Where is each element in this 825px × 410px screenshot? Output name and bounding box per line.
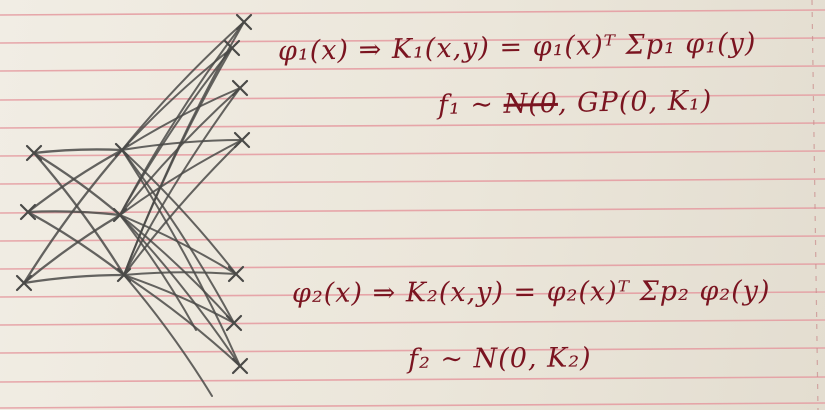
output-node-mark bbox=[231, 357, 249, 375]
equation-phi2-kernel: φ₂(x) ⇒ K₂(x,y) = φ₂(x)ᵀ Σp₂ φ₂(y) bbox=[291, 275, 771, 309]
sketch-edge-input-hidden bbox=[22, 213, 122, 285]
sketch-edge-hidden-output bbox=[123, 139, 243, 276]
input-node-mark bbox=[15, 274, 33, 292]
sketch-edge-hidden-output bbox=[123, 271, 237, 276]
sketch-edge-hidden-output bbox=[119, 214, 237, 275]
sketch-edge-input-hidden bbox=[32, 148, 124, 155]
ruled-line bbox=[0, 235, 825, 242]
sketch-edge-input-hidden bbox=[32, 151, 122, 217]
output-node-mark bbox=[225, 314, 243, 332]
input-node-mark bbox=[19, 203, 37, 221]
margin-line bbox=[811, 0, 819, 410]
ruled-line bbox=[0, 263, 825, 270]
sketch-edge-tail bbox=[123, 274, 213, 397]
sketch-edge-hidden-output bbox=[119, 214, 241, 367]
output-node-mark bbox=[235, 13, 253, 31]
sketch-edge-hidden-output bbox=[121, 149, 237, 275]
ruled-line bbox=[0, 65, 825, 72]
equation-f2-distribution: f₂ ~ N(0, K₂) bbox=[407, 342, 592, 375]
ruled-line bbox=[0, 37, 825, 44]
sketch-edge-input-hidden bbox=[26, 148, 124, 214]
sketch-edge-hidden-output bbox=[121, 47, 233, 151]
hidden-node-mark bbox=[114, 142, 130, 158]
ruled-line bbox=[0, 402, 825, 409]
sketch-edge-input-hidden bbox=[22, 148, 124, 285]
sketch-edge-hidden-output bbox=[123, 87, 241, 276]
output-node-mark bbox=[223, 39, 241, 57]
hidden-node-mark bbox=[112, 207, 128, 223]
crossed-out-text: N(0 bbox=[503, 87, 559, 120]
sketch-edge-hidden-output bbox=[123, 274, 241, 367]
ruled-line bbox=[0, 122, 825, 129]
sketch-edge-hidden-output bbox=[119, 47, 233, 216]
f1-prefix: f₁ ~ bbox=[437, 88, 504, 121]
sketch-edge-hidden-output bbox=[119, 21, 245, 216]
sketch-edge-hidden-output bbox=[123, 274, 235, 324]
ruled-line bbox=[0, 9, 825, 16]
output-node-mark bbox=[227, 265, 245, 283]
sketch-edge-hidden-output bbox=[119, 139, 243, 216]
sketch-edge-hidden-output bbox=[121, 149, 235, 324]
input-node-mark bbox=[25, 144, 43, 162]
ruled-line bbox=[0, 319, 825, 326]
sketch-edge-hidden-output bbox=[123, 47, 233, 276]
ruled-line bbox=[0, 150, 825, 157]
output-node-mark bbox=[231, 79, 249, 97]
hidden-node-mark bbox=[116, 267, 132, 283]
f1-gp: , GP(0, K₁) bbox=[557, 85, 713, 119]
equation-f1-distribution: f₁ ~ N(0, GP(0, K₁) bbox=[438, 85, 713, 121]
sketch-edge-input-hidden bbox=[22, 273, 126, 285]
ruled-line bbox=[0, 347, 825, 354]
sketch-edge-tail bbox=[119, 214, 197, 331]
sketch-edge-input-hidden bbox=[26, 210, 122, 217]
ruled-line bbox=[0, 376, 825, 383]
ruled-line bbox=[0, 291, 825, 298]
ruled-line bbox=[0, 207, 825, 214]
ruled-line bbox=[0, 178, 825, 185]
sketch-edge-hidden-output bbox=[121, 87, 241, 151]
sketch-edge-hidden-output bbox=[119, 214, 235, 324]
output-node-mark bbox=[233, 131, 251, 149]
ruled-line bbox=[0, 94, 825, 101]
sketch-edge-hidden-output bbox=[121, 149, 241, 367]
sketch-edge-hidden-output bbox=[121, 21, 245, 151]
